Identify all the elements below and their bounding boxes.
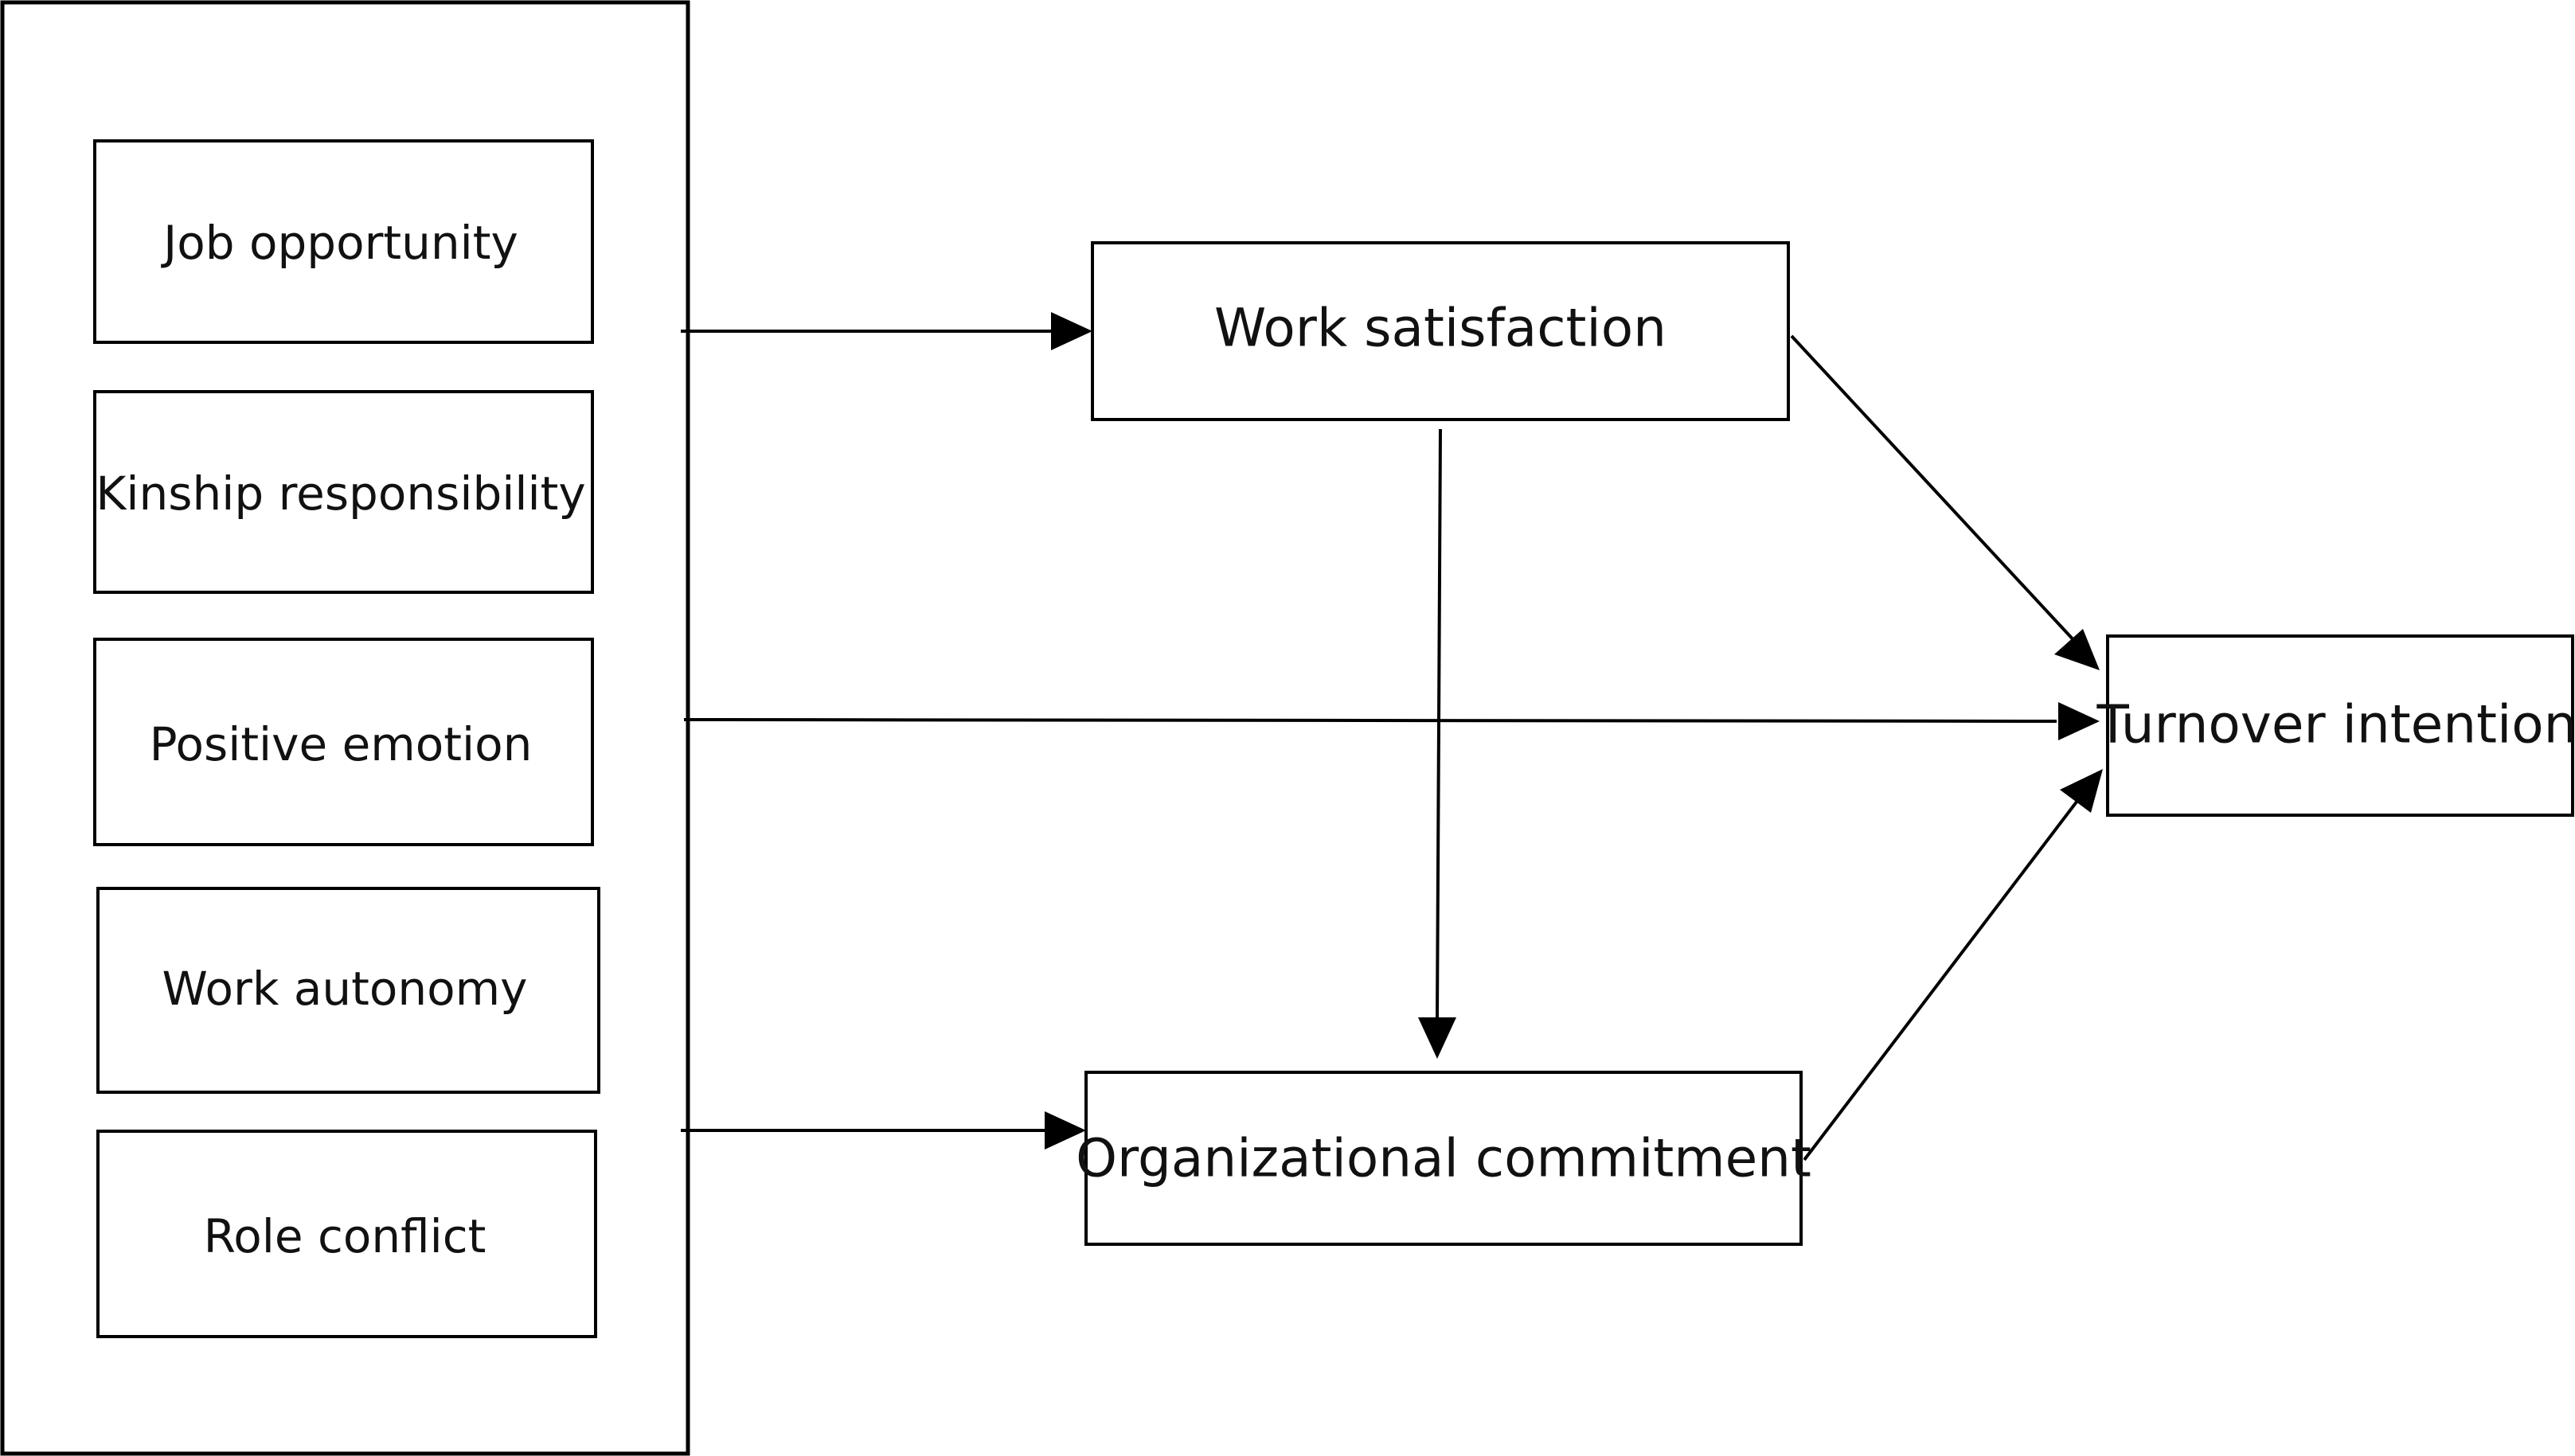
arrow-antecedents-to-turnover-intention [683, 702, 2100, 740]
turnover-intention-label: Turnover intention [2096, 694, 2575, 755]
antecedent-role-conflict-box [96, 1130, 597, 1338]
arrow-work-satisfaction-to-organizational-commitment [1418, 428, 1456, 1059]
arrow-antecedents-to-turnover-intention-head [2058, 702, 2100, 740]
arrow-work-satisfaction-to-organizational-commitment-head [1418, 1017, 1456, 1059]
arrow-work-satisfaction-to-organizational-commitment-line [1436, 428, 1442, 1018]
arrow-antecedents-to-organizational-commitment [681, 1111, 1086, 1150]
outcome-turnover-intention: Turnover intention [2096, 634, 2575, 817]
arrow-antecedents-to-organizational-commitment-head [1045, 1111, 1086, 1150]
antecedent-positive-emotion-label: Positive emotion [150, 717, 533, 771]
arrow-work-satisfaction-to-turnover-intention [1790, 334, 2100, 670]
antecedent-kinship-responsibility-box [93, 390, 594, 594]
antecedent-job-opportunity-box [93, 139, 594, 344]
antecedent-role-conflict: Role conflict [96, 1130, 597, 1338]
work-satisfaction-box [1091, 241, 1790, 421]
arrow-work-satisfaction-to-turnover-intention-head [2054, 629, 2100, 670]
antecedent-work-autonomy-box [96, 887, 600, 1094]
antecedent-role-conflict-label: Role conflict [204, 1209, 486, 1263]
mediator-work-satisfaction: Work satisfaction [1091, 241, 1790, 421]
arrow-organizational-commitment-to-turnover-intention-head [2060, 769, 2103, 813]
arrow-antecedents-to-work-satisfaction [681, 312, 1092, 350]
antecedent-kinship-responsibility-label: Kinship responsibility [96, 466, 585, 521]
organizational-commitment-box [1084, 1071, 1803, 1246]
antecedent-kinship-responsibility: Kinship responsibility [93, 390, 594, 594]
antecedent-job-opportunity: Job opportunity [93, 139, 594, 344]
antecedent-work-autonomy-label: Work autonomy [162, 962, 528, 1016]
arrow-antecedents-to-work-satisfaction-head [1051, 312, 1092, 350]
antecedent-work-autonomy: Work autonomy [96, 887, 600, 1094]
arrow-organizational-commitment-to-turnover-intention [1803, 769, 2103, 1161]
arrow-organizational-commitment-to-turnover-intention-line [1803, 796, 2081, 1161]
antecedent-positive-emotion-box [93, 638, 594, 846]
organizational-commitment-label: Organizational commitment [1076, 1128, 1811, 1189]
turnover-intention-box [2106, 634, 2574, 817]
antecedent-positive-emotion: Positive emotion [93, 638, 594, 846]
arrow-antecedents-to-turnover-intention-line [683, 718, 2057, 723]
work-satisfaction-label: Work satisfaction [1214, 298, 1667, 359]
arrow-work-satisfaction-to-turnover-intention-line [1790, 334, 2078, 645]
mediator-organizational-commitment: Organizational commitment [1076, 1071, 1811, 1246]
antecedent-job-opportunity-label: Job opportunity [161, 216, 518, 270]
